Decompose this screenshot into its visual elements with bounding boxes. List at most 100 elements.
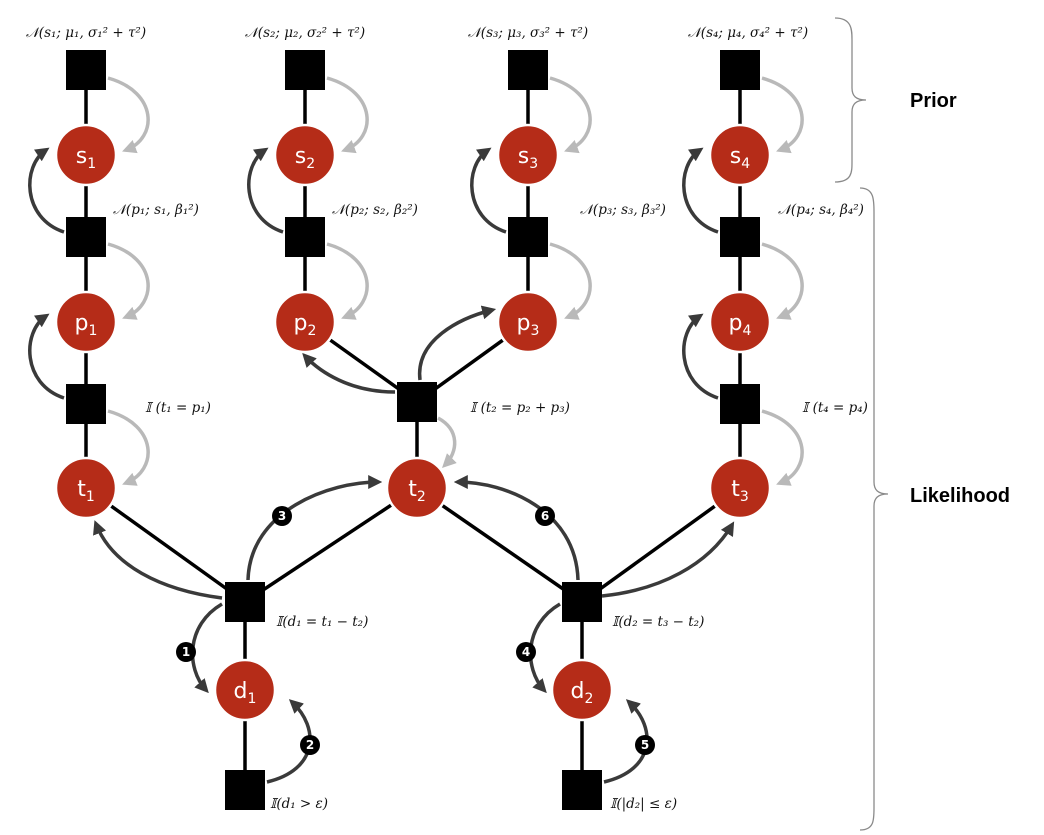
msg-prior2-s2 [326,76,369,154]
var-s4: s4 [708,123,772,187]
variable-nodes: s1 s2 s3 s4 p1 p2 p3 p4 [54,123,772,722]
graph-edges [84,70,742,790]
svg-text:s1: s1 [76,144,96,172]
step-badge-4: 4 [516,642,536,662]
factor-prior-3 [508,50,548,90]
msg-team3-p4 [682,313,719,400]
step-badge-6: 6 [535,506,555,526]
factor-prior-1 [66,50,106,90]
var-p3: p3 [496,290,560,354]
label-prior-3: 𝒩(s₃; μ₃, σ₃² + τ²) [468,25,588,41]
factor-diff-2 [562,582,602,622]
factor-draw [562,770,602,810]
label-win: 𝕀(d₁ > ε) [270,796,328,812]
factor-team-3 [720,384,760,424]
msg-team1-p1 [28,313,65,400]
msg-prior1-s1 [107,76,150,154]
msg-diff2-t3 [601,521,735,598]
svg-text:1: 1 [182,645,190,659]
factor-perf-1 [66,217,106,257]
msg-team2-p2 [302,352,396,394]
msg-team1-t1 [107,409,150,486]
edge-t2-diff1 [244,486,418,604]
svg-text:s2: s2 [295,144,315,172]
svg-text:p4: p4 [729,311,752,339]
svg-text:d1: d1 [234,679,257,707]
var-p2: p2 [273,290,337,354]
msg-diff1-t2 [246,475,383,581]
label-perf-3: 𝒩(p₃; s₃, β₃²) [580,202,666,218]
likelihood-brace [859,187,889,831]
label-diff-1: 𝕀(d₁ = t₁ − t₂) [276,614,368,630]
factor-team-1 [66,384,106,424]
factor-perf-2 [285,217,325,257]
step-badge-2: 2 [300,735,320,755]
label-diff-2: 𝕀(d₂ = t₃ − t₂) [612,614,704,630]
msg-perf4-s4 [682,147,719,234]
factor-nodes [66,50,760,810]
msg-team2-t2 [437,416,457,468]
label-prior-2: 𝒩(s₂; μ₂, σ₂² + τ²) [245,25,365,41]
svg-text:p2: p2 [294,311,317,339]
svg-text:t3: t3 [731,477,749,505]
var-t3: t3 [708,456,772,520]
factor-prior-4 [720,50,760,90]
svg-text:4: 4 [522,645,530,659]
svg-text:2: 2 [306,738,314,752]
upward-messages [28,147,735,784]
svg-text:t2: t2 [408,477,426,505]
section-braces: Prior Likelihood [834,17,1010,831]
edge-t3-diff2 [580,486,742,604]
svg-text:s3: s3 [518,144,538,172]
msg-perf3-p3 [549,242,592,320]
factor-prior-2 [285,50,325,90]
label-team-2: 𝕀 (t₂ = p₂ + p₃) [470,400,570,416]
msg-prior4-s4 [761,76,804,154]
svg-text:3: 3 [278,509,286,523]
factor-perf-4 [720,217,760,257]
svg-text:p1: p1 [75,311,98,339]
svg-text:5: 5 [641,738,649,752]
label-prior-4: 𝒩(s₄; μ₄, σ₄² + τ²) [688,25,808,41]
label-perf-4: 𝒩(p₄; s₄, β₄²) [778,202,864,218]
factor-labels: 𝒩(s₁; μ₁, σ₁² + τ²) 𝒩(s₂; μ₂, σ₂² + τ²) … [26,25,868,812]
label-perf-1: 𝒩(p₁; s₁, β₁²) [113,202,199,218]
step-badge-5: 5 [635,735,655,755]
label-prior-1: 𝒩(s₁; μ₁, σ₁² + τ²) [26,25,146,41]
msg-prior3-s3 [549,76,592,154]
var-t1: t1 [54,456,118,520]
msg-perf1-s1 [28,147,65,234]
factor-perf-3 [508,217,548,257]
svg-text:t1: t1 [77,477,95,505]
svg-text:d2: d2 [571,679,594,707]
var-s2: s2 [273,123,337,187]
msg-diff1-t1 [93,520,223,600]
step-badges: 1 2 3 4 5 6 [176,506,655,755]
step-badge-1: 1 [176,642,196,662]
factor-win [225,770,265,810]
msg-perf4-p4 [761,242,804,320]
var-p1: p1 [54,290,118,354]
factor-diff-1 [225,582,265,622]
edge-t1-diff1 [84,486,247,604]
label-draw: 𝕀(|d₂| ≤ ε) [610,796,677,812]
var-d1: d1 [213,658,277,722]
msg-perf2-s2 [247,147,284,234]
msg-team2-p3 [418,305,497,381]
msg-perf1-p1 [107,242,150,320]
edge-t2-diff2 [416,486,583,604]
likelihood-label: Likelihood [910,485,1010,507]
svg-text:p3: p3 [517,311,540,339]
prior-label: Prior [910,90,957,112]
var-d2: d2 [550,658,614,722]
var-t2: t2 [385,456,449,520]
label-perf-2: 𝒩(p₂; s₂, β₂²) [332,202,418,218]
var-s3: s3 [496,123,560,187]
svg-text:6: 6 [541,509,549,523]
msg-diff2-t2 [453,475,580,581]
step-badge-3: 3 [272,506,292,526]
msg-team3-t3 [761,409,804,486]
prior-brace [834,17,867,183]
svg-text:s4: s4 [730,144,750,172]
msg-perf3-s3 [470,147,507,234]
